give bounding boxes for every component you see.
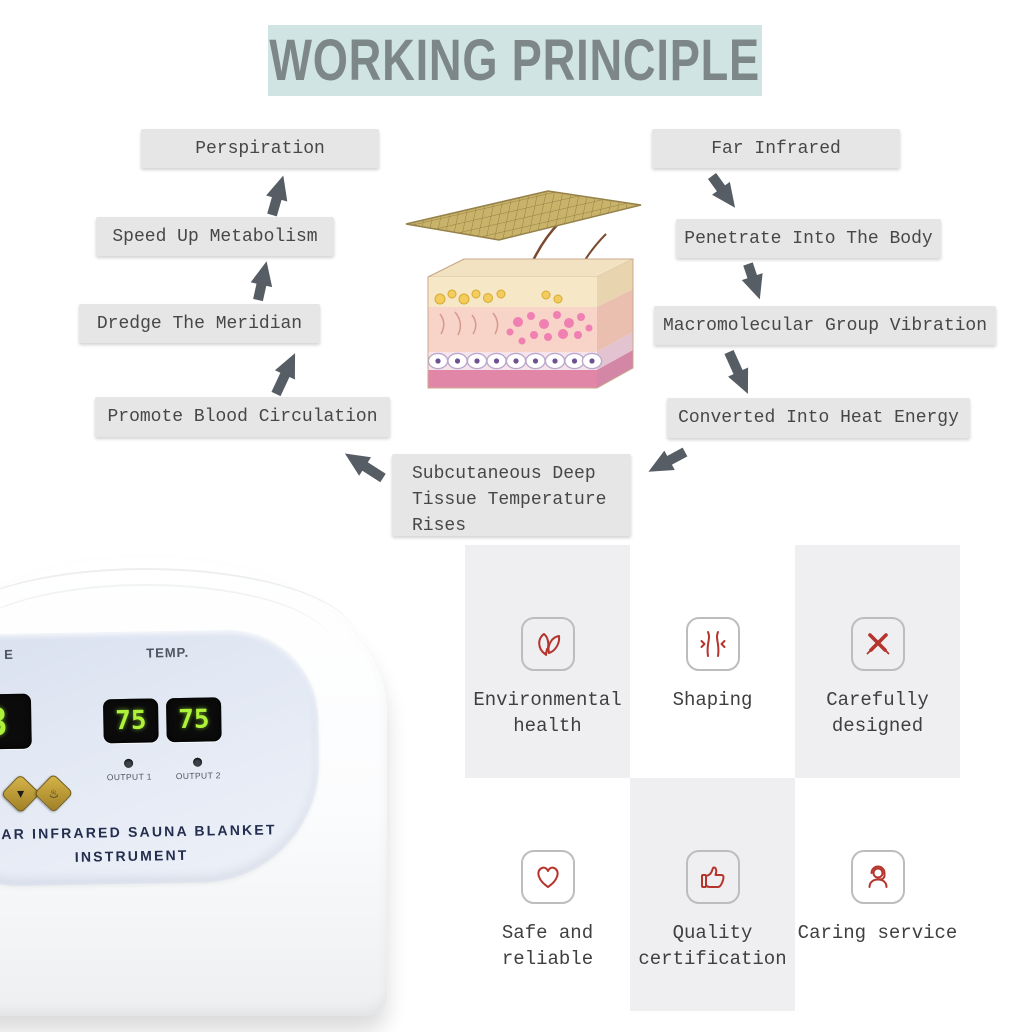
customer-service-icon — [850, 850, 905, 904]
arrow-far-to-penetrate — [707, 173, 736, 208]
feature-label: Safe and reliable — [501, 922, 594, 970]
temp-display-1: 75 — [102, 698, 159, 744]
feature-tile-shaping: Shaping — [630, 545, 795, 778]
feature-label: Caring service — [797, 922, 958, 944]
flow-step-group-vibration: Macromolecular Group Vibration — [654, 306, 996, 345]
time-display: 8 — [0, 693, 32, 750]
flow-step-heat-energy: Converted Into Heat Energy — [667, 398, 970, 438]
output-1-indicator — [124, 758, 134, 768]
arrow-penetrate-to-vibration — [741, 262, 763, 300]
arrow-metabolism-to-perspiration — [266, 175, 288, 217]
feature-tile-environmental-health: Environmental health — [465, 545, 630, 778]
arrow-vibration-to-heat — [724, 349, 749, 394]
control-panel: E TEMP. 8 75 75 OUTPUT 1 OUTPUT 2 ▼ ♨ AR… — [0, 628, 322, 888]
arrow-circulation-to-meridian — [271, 353, 296, 397]
flow-step-dredge-meridian: Dredge The Meridian — [79, 304, 320, 343]
feature-tile-quality-certification: Quality certification — [630, 778, 795, 1011]
feature-label: Carefully designed — [826, 689, 929, 737]
temp-display-1-value: 75 — [114, 705, 147, 737]
flow-step-perspiration: Perspiration — [141, 129, 379, 168]
arrow-meridian-to-metabolism — [250, 261, 273, 302]
feature-tile-caring-service: Caring service — [795, 778, 960, 1011]
heart-icon — [520, 850, 575, 904]
sauna-controller-device: E TEMP. 8 75 75 OUTPUT 1 OUTPUT 2 ▼ ♨ AR… — [0, 558, 387, 1016]
page-title: WORKING PRINCIPLE — [269, 28, 761, 93]
flow-step-far-infrared: Far Infrared — [652, 129, 900, 168]
leaf-icon — [520, 617, 575, 671]
mode-button: ♨ — [33, 773, 74, 814]
output-1-label: OUTPUT 1 — [106, 771, 152, 783]
thumbs-up-icon — [685, 850, 740, 904]
flow-step-speed-up-metabolism: Speed Up Metabolism — [96, 217, 334, 256]
product-name: AR INFRARED SAUNA BLANKET — [1, 821, 277, 843]
time-display-value: 8 — [0, 699, 9, 744]
temp-display-2: 75 — [165, 697, 222, 743]
device-top-edge-line — [0, 568, 357, 640]
body-shaping-icon — [685, 617, 740, 671]
flow-step-penetrate-body: Penetrate Into The Body — [676, 219, 941, 258]
output-2-label: OUTPUT 2 — [175, 770, 221, 782]
crossed-pencils-icon — [850, 617, 905, 671]
time-label: E — [4, 646, 14, 663]
feature-label: Shaping — [672, 689, 753, 711]
down-arrow-icon: ▼ — [14, 786, 27, 801]
title-banner: WORKING PRINCIPLE — [268, 25, 762, 96]
device-top-edge-line — [0, 584, 332, 646]
flow-step-promote-circulation: Promote Blood Circulation — [95, 397, 390, 437]
arrow-tissue-to-circulation — [344, 453, 386, 483]
temp-label: TEMP. — [146, 644, 190, 661]
feature-tile-safe-and-reliable: Safe and reliable — [465, 778, 630, 1011]
flow-step-tissue-temperature: Subcutaneous Deep Tissue Temperature Ris… — [392, 454, 631, 536]
arrow-heat-to-tissue — [648, 447, 688, 472]
output-2-indicator — [193, 757, 203, 767]
feature-tile-carefully-designed: Carefully designed — [795, 545, 960, 778]
skin-cross-section-illustration — [405, 190, 642, 389]
feature-label: Environmental health — [473, 689, 622, 737]
feature-grid: Environmental health Shaping — [465, 545, 960, 1012]
product-name-line2: INSTRUMENT — [74, 846, 189, 865]
heat-icon: ♨ — [48, 786, 60, 801]
temp-display-2-value: 75 — [177, 704, 210, 736]
feature-label: Quality certification — [638, 922, 787, 970]
